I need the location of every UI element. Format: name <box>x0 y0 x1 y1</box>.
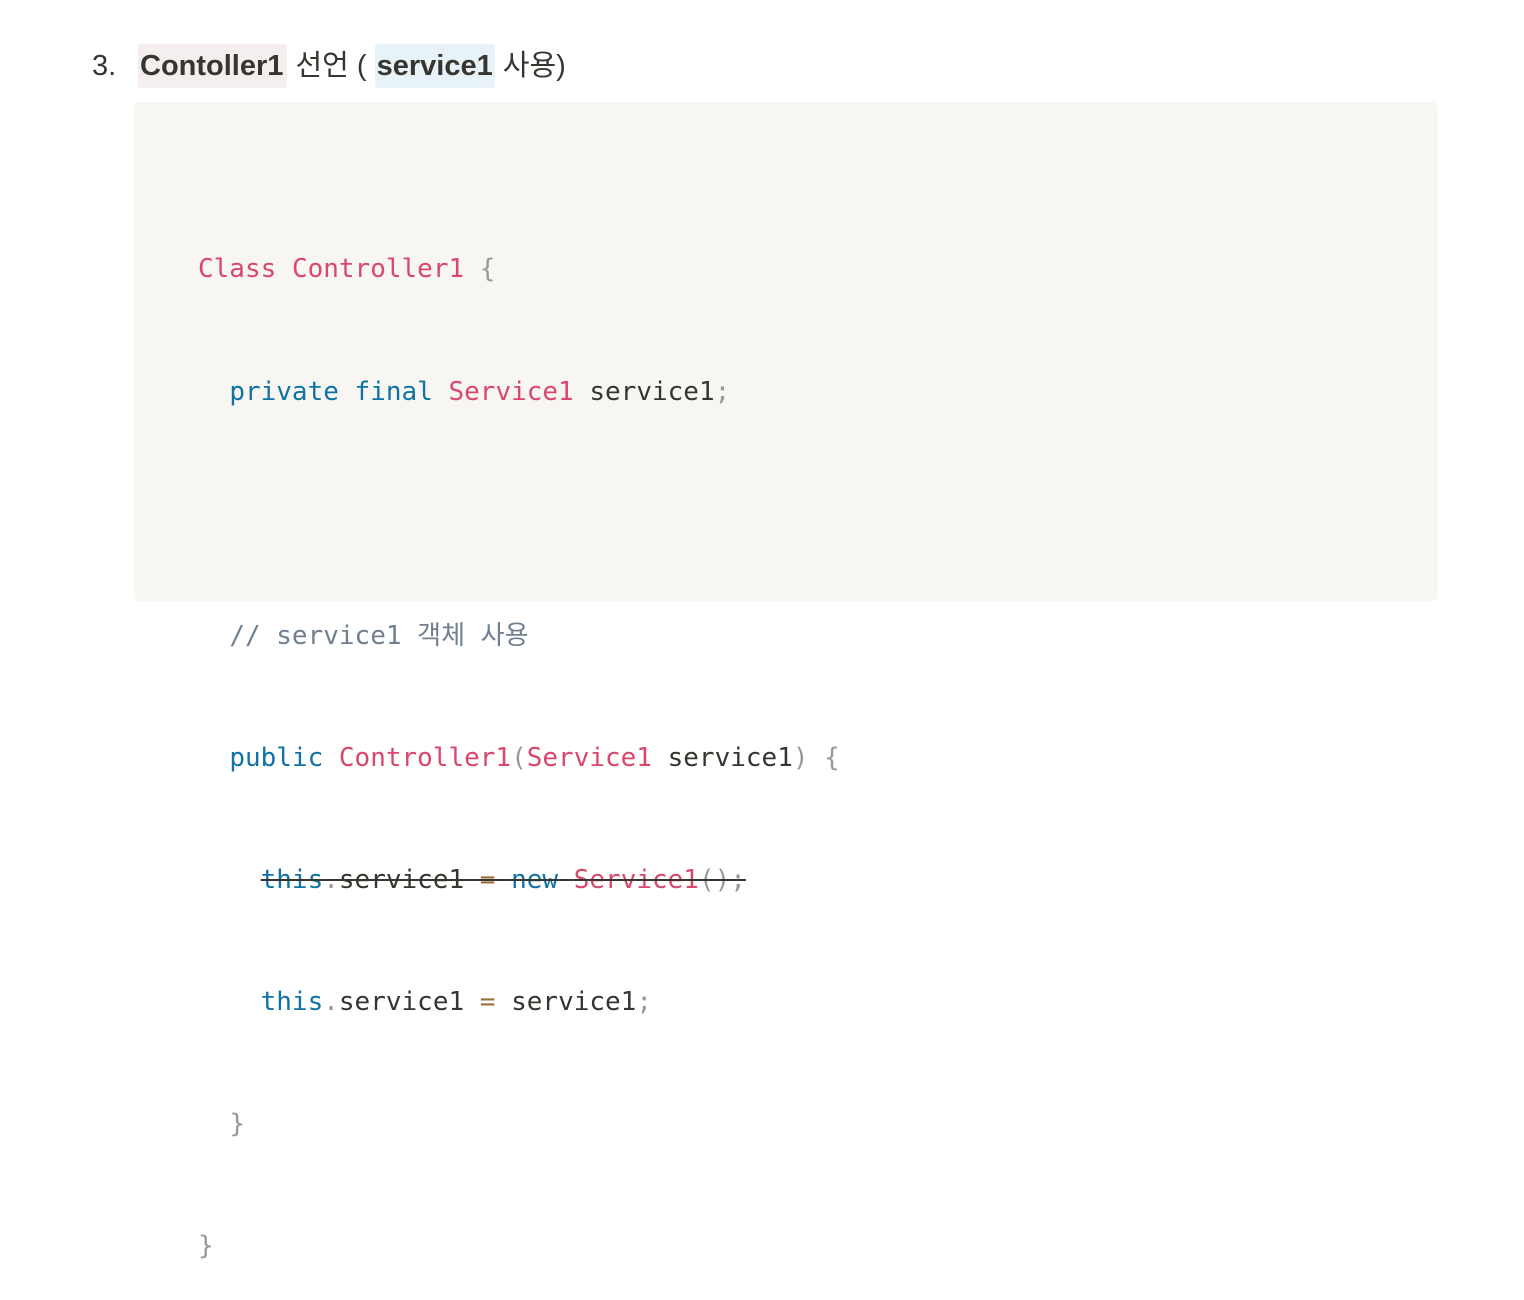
code-line-5: public Controller1(Service1 service1) { <box>198 738 840 779</box>
code-token: final <box>354 376 433 407</box>
code-token: Class <box>198 254 277 285</box>
code-token: } <box>198 1231 214 1262</box>
code-token: { <box>824 742 840 773</box>
code-token: this <box>260 864 324 895</box>
code-token: public <box>229 742 324 773</box>
code-token: . <box>323 986 339 1017</box>
use-text: 사용) <box>502 50 566 82</box>
strikethrough-code: this.service1 = new Service1(); <box>260 864 746 895</box>
code-token: (); <box>698 864 746 895</box>
list-number: 3. <box>92 50 117 82</box>
code-content: Class Controller1 { private final Servic… <box>198 168 840 1300</box>
code-token: Service1 <box>526 742 652 773</box>
code-token: Service1 <box>448 376 574 407</box>
code-line-1: Class Controller1 { <box>198 249 840 290</box>
code-token: service1 <box>338 864 465 895</box>
code-token: service1 <box>338 986 465 1017</box>
code-token: new <box>511 864 559 895</box>
code-token: . <box>323 864 339 895</box>
code-block[interactable]: Class Controller1 { private final Servic… <box>134 102 1438 1261</box>
service-inline-highlight: service1 <box>374 44 495 88</box>
code-token: this <box>260 986 324 1017</box>
code-line-4: // service1 객체 사용 <box>198 616 840 657</box>
code-token: private <box>229 376 339 407</box>
code-token: = <box>479 864 496 895</box>
declare-text: 선언 ( <box>295 50 367 82</box>
code-line-6-struck: this.service1 = new Service1(); <box>198 860 840 901</box>
code-token: ( <box>511 742 527 773</box>
code-token: ; <box>636 986 652 1017</box>
code-line-9: } <box>198 1226 840 1267</box>
code-token: ; <box>714 376 731 407</box>
code-token: service1 <box>667 742 793 773</box>
code-token: Controller1 <box>338 742 512 773</box>
code-token: = <box>479 986 496 1017</box>
code-line-8: } <box>198 1104 840 1145</box>
code-token: Controller1 <box>291 254 465 285</box>
code-line-2: private final Service1 service1; <box>198 372 840 413</box>
controller-inline-highlight: Contoller1 <box>138 44 288 88</box>
code-token: service1 <box>589 376 715 407</box>
code-token: Service1 <box>573 864 699 895</box>
code-token: service1 <box>511 986 637 1017</box>
code-token: ) <box>792 742 809 773</box>
numbered-list-item: 3. Contoller1 선언 ( service1 사용) <box>92 44 566 88</box>
code-token: { <box>479 254 496 285</box>
code-token: } <box>229 1109 245 1140</box>
code-line-7: this.service1 = service1; <box>198 982 840 1023</box>
code-line-3 <box>198 494 840 535</box>
code-comment: // service1 객체 사용 <box>229 620 529 651</box>
